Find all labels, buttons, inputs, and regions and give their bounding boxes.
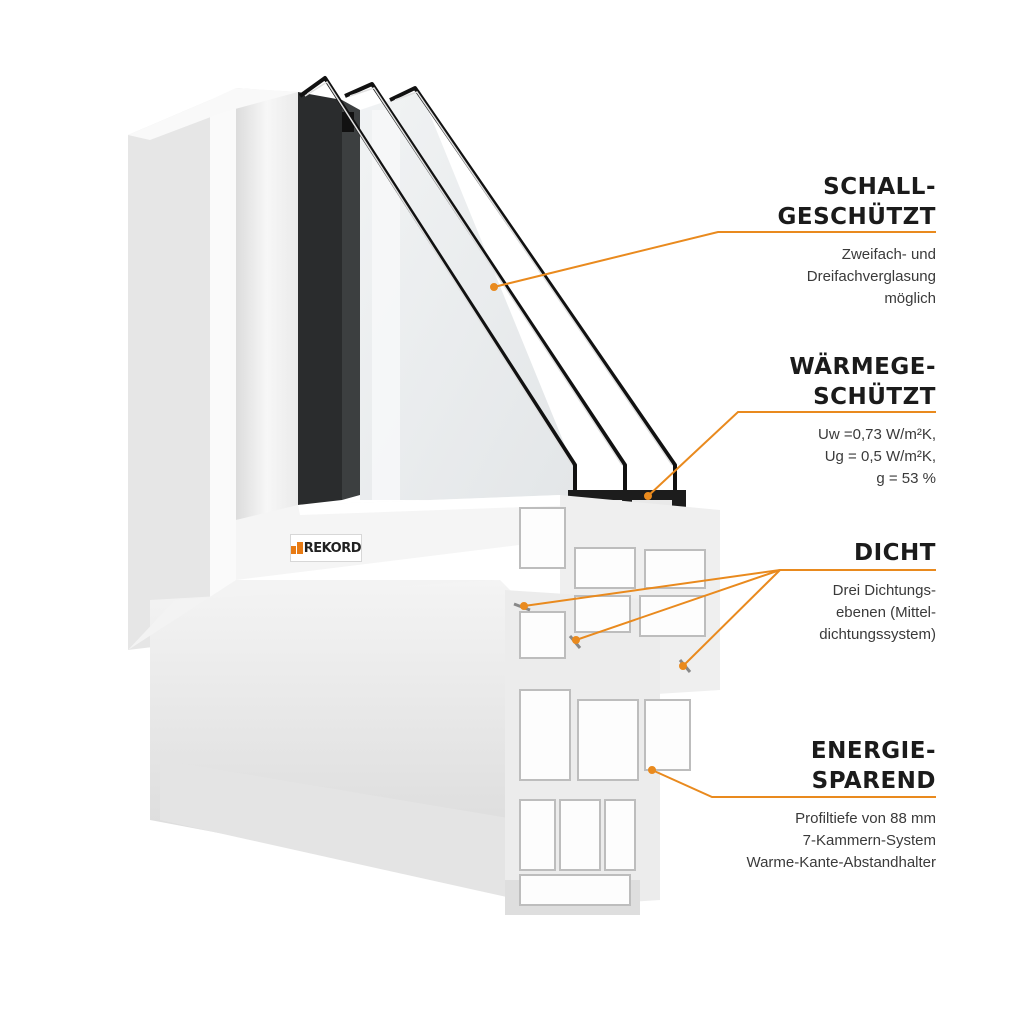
rekord-logo: REKORD	[290, 534, 362, 562]
feature-title: DICHT	[854, 540, 936, 566]
feature-schallgeschuetzt: SCHALL- GESCHÜTZT Zweifach- und Dreifach…	[777, 172, 936, 310]
feature-title: WÄRMEGE- SCHÜTZT	[789, 354, 936, 410]
feature-title: SCHALL- GESCHÜTZT	[777, 174, 936, 230]
feature-description: Uw =0,73 W/m²K, Ug = 0,5 W/m²K, g = 53 %	[818, 426, 936, 487]
feature-waermegeschuetzt: WÄRMEGE- SCHÜTZT Uw =0,73 W/m²K, Ug = 0,…	[789, 352, 936, 490]
sash-dark-strip	[298, 92, 360, 505]
rekord-logo-mark-icon	[291, 542, 303, 554]
leader-dicht-2	[575, 569, 781, 641]
feature-dicht: DICHT Drei Dichtungs- ebenen (Mittel- di…	[819, 538, 936, 646]
glass-panes-edges	[298, 76, 677, 505]
feature-title: ENERGIE- SPAREND	[810, 738, 936, 794]
feature-description: Zweifach- und Dreifachverglasung möglich	[806, 246, 936, 307]
feature-energiesparend: ENERGIE- SPAREND Profiltiefe von 88 mm 7…	[746, 736, 936, 874]
leader-waerme	[647, 411, 936, 497]
leader-dicht-3	[682, 569, 781, 667]
leader-lines	[490, 231, 936, 798]
leader-energie	[651, 769, 936, 798]
profile-chambers	[519, 507, 706, 906]
rekord-logo-text: REKORD	[303, 540, 362, 556]
outer-frame-vertical	[128, 88, 298, 650]
leader-schall	[493, 231, 936, 288]
feature-description: Drei Dichtungs- ebenen (Mittel- dichtung…	[819, 582, 936, 643]
feature-description: Profiltiefe von 88 mm 7-Kammern-System W…	[746, 810, 936, 871]
